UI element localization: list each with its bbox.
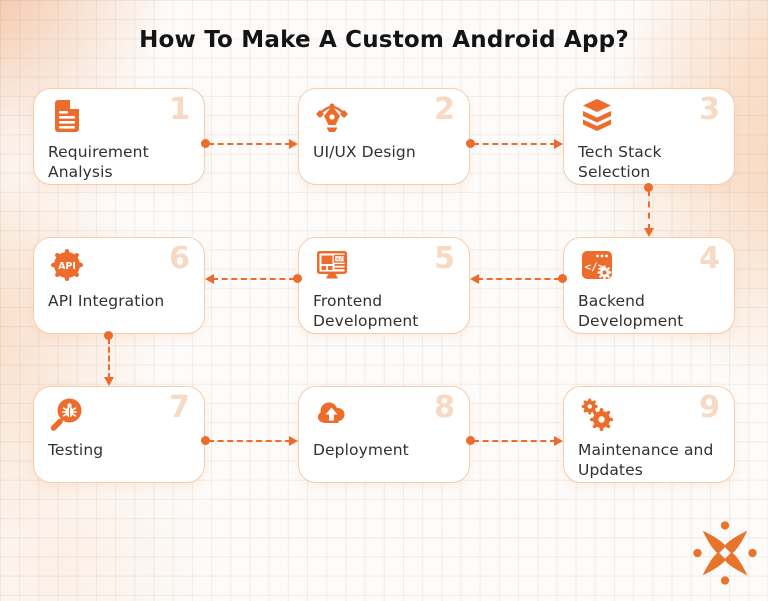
connector-arrow-2-3 — [466, 138, 563, 149]
connector-dot — [466, 139, 475, 148]
step-card-4: 4 </> Backend Development — [563, 237, 735, 334]
step-card-8: 8 Deployment — [298, 386, 470, 483]
step-number: 7 — [169, 390, 190, 425]
step-number: 8 — [434, 390, 455, 425]
step-label: Maintenance and Updates — [578, 441, 714, 480]
layers-stack-icon — [583, 99, 611, 131]
api-gear-icon: API — [51, 249, 83, 281]
cloud-upload-icon — [318, 402, 345, 423]
step-label: Deployment — [313, 441, 409, 459]
connector-line — [208, 439, 291, 442]
step-number: 2 — [434, 92, 455, 127]
step-card-1: 1 Requirement Analysis — [33, 88, 205, 185]
connector-arrow-7-8 — [201, 435, 298, 446]
step-label: Frontend Development — [313, 292, 419, 331]
connector-line — [477, 277, 560, 280]
connector-line — [212, 277, 295, 280]
connector-arrowhead — [554, 435, 563, 446]
connector-dot — [644, 183, 653, 192]
step-card-9: 9 Maintenance and Updates — [563, 386, 735, 483]
step-number: 3 — [699, 92, 720, 127]
connector-dot — [558, 274, 567, 283]
code-window-gear-icon: </> — [582, 251, 612, 280]
connector-dot — [466, 436, 475, 445]
connector-dot — [201, 436, 210, 445]
connector-line — [473, 142, 556, 145]
monitor-layout-icon: </> — [317, 251, 347, 279]
connector-arrowhead — [289, 138, 298, 149]
connector-dot — [293, 274, 302, 283]
step-number: 9 — [699, 390, 720, 425]
connector-arrow-3-4 — [643, 183, 654, 237]
step-card-6: 6 API API Integration — [33, 237, 205, 334]
step-card-7: 7 Testing — [33, 386, 205, 483]
connector-arrowhead — [205, 273, 214, 284]
connector-line — [473, 439, 556, 442]
connector-dot — [201, 139, 210, 148]
connector-arrow-4-5 — [470, 273, 567, 284]
connector-line — [107, 338, 110, 379]
document-icon — [55, 100, 79, 132]
bug-magnifier-icon — [50, 398, 82, 431]
connector-arrow-5-6 — [205, 273, 302, 284]
pinwheel-star-logo — [693, 521, 757, 585]
step-card-2: 2 UI/UX Design — [298, 88, 470, 185]
step-number: 1 — [169, 92, 190, 127]
step-label: Requirement Analysis — [48, 143, 149, 182]
step-label: API Integration — [48, 292, 165, 310]
step-card-5: 5 </> Frontend Development — [298, 237, 470, 334]
connector-arrowhead — [289, 435, 298, 446]
step-label: UI/UX Design — [313, 143, 416, 161]
pen-tool-icon — [316, 103, 348, 132]
svg-text:</>: </> — [336, 257, 347, 263]
step-number: 6 — [169, 241, 190, 276]
step-label: Testing — [48, 441, 104, 459]
svg-text:API: API — [58, 261, 76, 272]
page-title: How To Make A Custom Android App? — [139, 27, 629, 53]
connector-dot — [104, 331, 113, 340]
step-label: Backend Development — [578, 292, 684, 331]
connector-arrow-1-2 — [201, 138, 298, 149]
connector-arrowhead — [554, 138, 563, 149]
connector-arrowhead — [103, 377, 114, 386]
step-number: 4 — [699, 241, 720, 276]
step-label: Tech Stack Selection — [578, 143, 662, 182]
connector-line — [647, 190, 650, 230]
connector-arrowhead — [470, 273, 479, 284]
connector-arrow-6-7 — [103, 331, 114, 386]
step-card-3: 3 Tech Stack Selection — [563, 88, 735, 185]
connector-arrow-8-9 — [466, 435, 563, 446]
step-number: 5 — [434, 241, 455, 276]
connector-arrowhead — [643, 228, 654, 237]
double-gears-icon — [581, 398, 613, 431]
connector-line — [208, 142, 291, 145]
svg-text:</>: </> — [585, 261, 605, 274]
